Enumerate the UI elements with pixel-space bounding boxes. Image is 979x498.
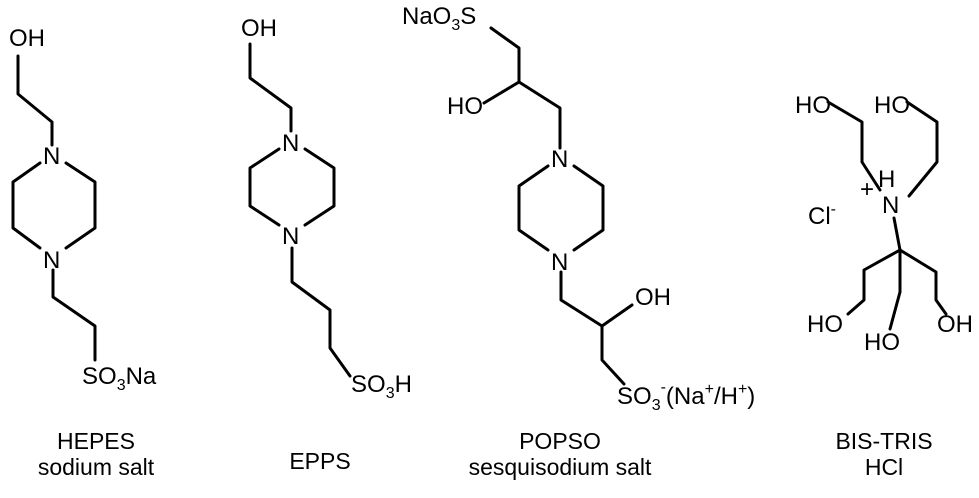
- hepes-hydroxyl-label: OH: [9, 25, 45, 52]
- popso-lower-hydroxyl-label: OH: [635, 284, 671, 311]
- hepes-nitrogen-top-label: N: [43, 143, 60, 170]
- bistris-left-hydroxyl-label: HO: [795, 92, 831, 119]
- hepes-nitrogen-bottom-label: N: [43, 247, 60, 274]
- epps-nitrogen-bottom-label: N: [282, 223, 299, 250]
- bistris-bottom-mid-hydroxyl-label: HO: [864, 329, 900, 356]
- popso-top-sulfonate-label: NaO3S: [402, 3, 476, 34]
- bistris-bond-skeleton: [826, 100, 948, 331]
- popso-bond-skeleton: [482, 26, 634, 386]
- epps-caption-name: EPPS: [289, 448, 350, 474]
- bistris-caption-salt: HCl: [865, 454, 903, 480]
- popso-caption-salt: sesquisodium salt: [469, 454, 652, 480]
- epps-nitrogen-top-label: N: [282, 130, 299, 157]
- bistris-positive-charge-label: +: [860, 176, 874, 203]
- bistris-bottom-left-hydroxyl-label: HO: [807, 311, 843, 338]
- hepes-caption-name: HEPES: [57, 428, 135, 454]
- epps-bond-skeleton: [248, 42, 352, 378]
- hepes-bond-skeleton: [11, 54, 97, 362]
- bistris-ammonium-hydrogen-label: H: [878, 166, 895, 193]
- popso-caption-name: POPSO: [519, 428, 601, 454]
- molecule-epps: OH N N SO3H EPPS: [241, 15, 412, 474]
- bistris-caption-name: BIS-TRIS: [835, 428, 932, 454]
- molecule-hepes: OH N N SO3Na HEPES sodium salt: [9, 25, 157, 480]
- bistris-nitrogen-label: N: [882, 192, 899, 219]
- hepes-sulfonate-label: SO3Na: [82, 363, 157, 394]
- epps-hydroxyl-label: OH: [241, 15, 277, 42]
- bistris-bottom-right-hydroxyl-label: OH: [937, 311, 973, 338]
- epps-sulfonic-acid-label: SO3H: [351, 371, 412, 402]
- popso-upper-hydroxyl-label: HO: [447, 93, 483, 120]
- popso-nitrogen-top-label: N: [551, 146, 568, 173]
- popso-nitrogen-bottom-label: N: [551, 249, 568, 276]
- molecule-popso: NaO3S HO N N OH SO3-(Na+/H+) POPSO sesqu…: [402, 3, 755, 480]
- popso-bottom-sulfonate-label: SO3-(Na+/H+): [617, 379, 755, 414]
- molecule-bistris: HO HO H + N Cl- HO HO OH BIS-TRIS HCl: [795, 92, 973, 480]
- hepes-caption-salt: sodium salt: [38, 454, 155, 480]
- bistris-chloride-label: Cl-: [808, 201, 836, 230]
- bistris-right-hydroxyl-label: HO: [874, 92, 910, 119]
